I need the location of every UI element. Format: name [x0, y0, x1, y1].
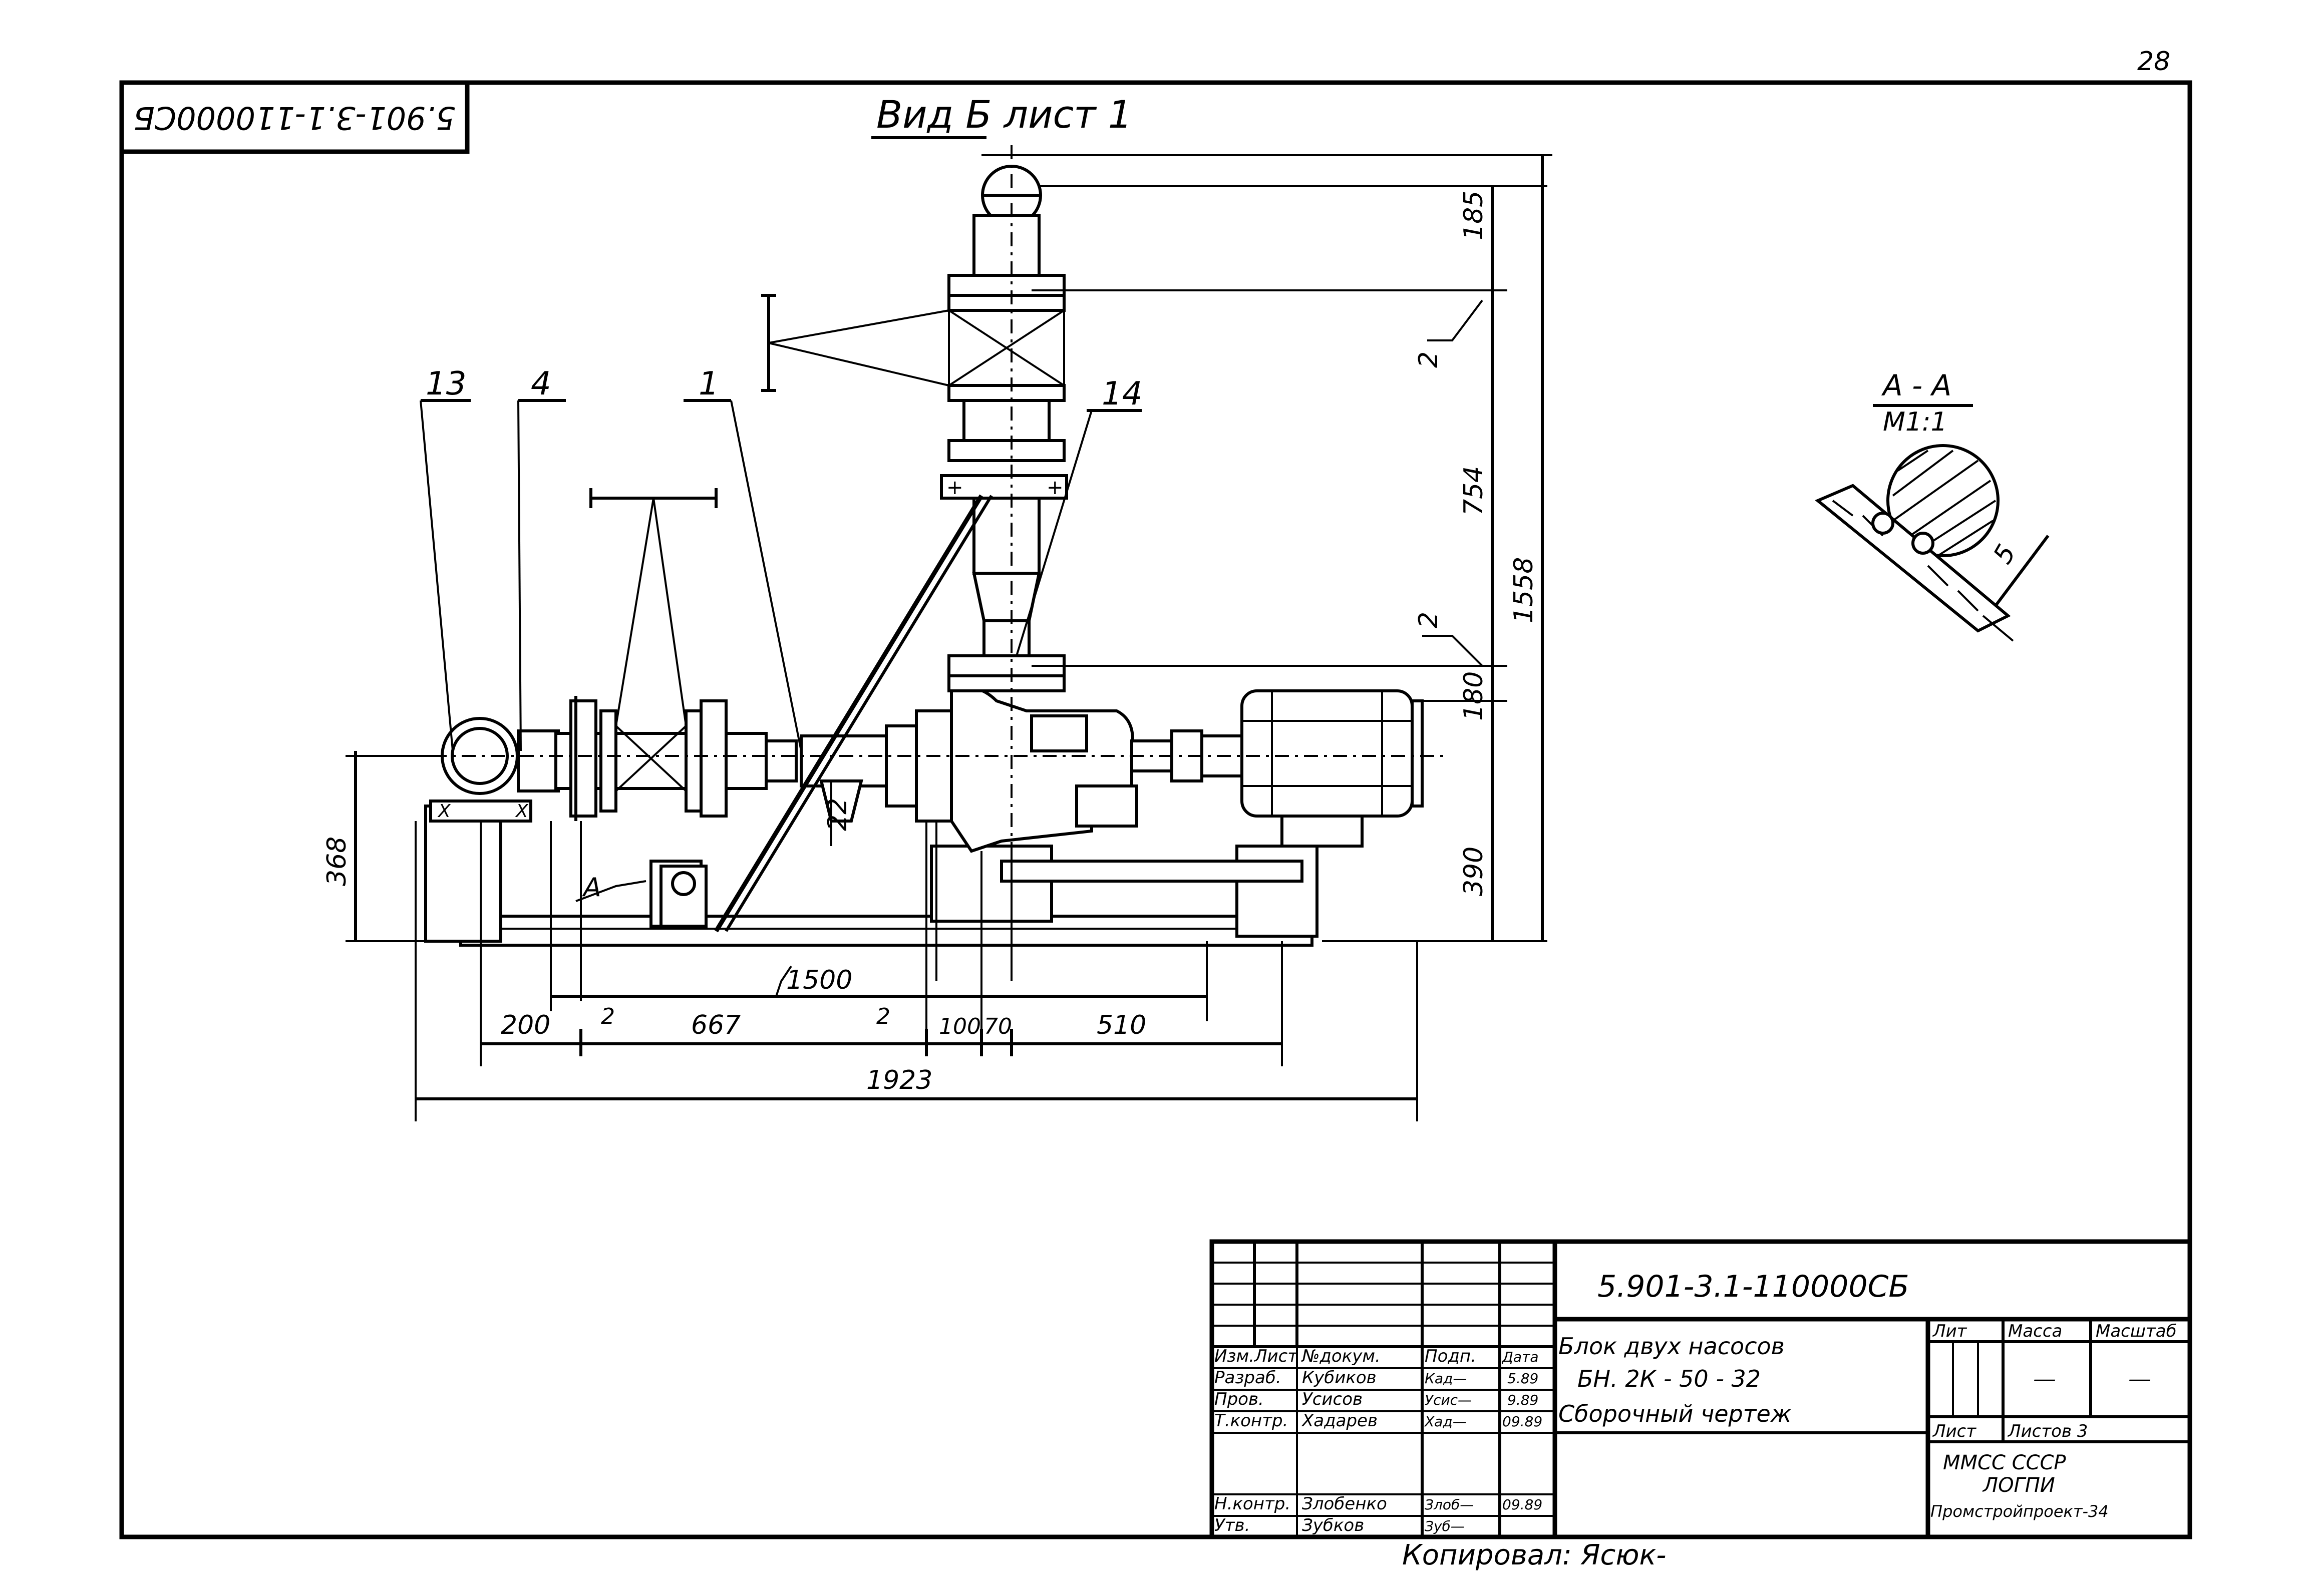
view-title-text: Вид Б лист 1	[876, 92, 1132, 137]
svg-text:9.89: 9.89	[1507, 1392, 1538, 1408]
svg-text:Разраб.: Разраб.	[1214, 1368, 1281, 1388]
svg-text:Усис—: Усис—	[1425, 1392, 1472, 1408]
section-scale: М1:1	[1883, 407, 1947, 437]
svg-text:390: 390	[1459, 847, 1489, 896]
svg-text:1558: 1558	[1509, 557, 1539, 623]
svg-text:Злоб—: Злоб—	[1425, 1496, 1474, 1513]
title-name-3: Сборочный чертеж	[1558, 1400, 1792, 1427]
suction-pipe	[517, 488, 888, 823]
org-line-2: ЛОГПИ	[1982, 1474, 2055, 1497]
sig-row-approver: Утв. Зубков Зуб—	[1214, 1515, 1465, 1535]
callout-1: 1	[684, 365, 802, 751]
copied-by: Копировал: Ясюк-	[1402, 1539, 1667, 1571]
stamp-box: 5.901-3.1-110000СБ	[119, 80, 470, 154]
svg-text:1500: 1500	[786, 965, 852, 995]
svg-text:2: 2	[876, 1004, 890, 1029]
svg-text:510: 510	[1097, 1010, 1146, 1040]
svg-text:Усисов: Усисов	[1302, 1389, 1363, 1409]
sig-row-tech-control: Т.контр. Хадарев Хад— 09.89	[1214, 1411, 1542, 1431]
header-scale: Масштаб	[2096, 1321, 2177, 1341]
org-line-1: ММСС СССР	[1943, 1451, 2066, 1474]
horizontal-dimensions: А 1500 200 667 100 70 510 1923 2 2	[415, 821, 1418, 1121]
callout-14: 14	[1016, 375, 1142, 656]
svg-text:70: 70	[984, 1014, 1012, 1039]
svg-text:Кубиков: Кубиков	[1302, 1368, 1377, 1388]
svg-text:№докум.: №докум.	[1301, 1346, 1381, 1366]
svg-text:Зубков: Зубков	[1302, 1515, 1364, 1535]
svg-text:22: 22	[823, 798, 853, 831]
doc-code: 5.901-3.1-110000СБ	[1597, 1269, 1909, 1304]
svg-text:14: 14	[1102, 375, 1142, 413]
header-lit: Лит	[1932, 1321, 1967, 1341]
mass-value: —	[2033, 1365, 2056, 1392]
svg-text:100: 100	[939, 1014, 981, 1039]
sheet-label: Лист	[1932, 1421, 1976, 1441]
svg-text:Хад—: Хад—	[1424, 1413, 1467, 1430]
svg-text:09.89: 09.89	[1502, 1496, 1542, 1513]
sig-row-norm-control: Н.контр. Злобенко Злоб— 09.89	[1214, 1494, 1542, 1514]
motor	[1240, 689, 1424, 848]
svg-text:2: 2	[601, 1004, 615, 1029]
section-label: А - А	[1881, 368, 1951, 403]
title-name-2: БН. 2К - 50 - 32	[1577, 1365, 1761, 1392]
title-block: 5.901-3.1-110000СБ Блок двух насосов БН.…	[1209, 1239, 2192, 1539]
title-name-1: Блок двух насосов	[1558, 1333, 1785, 1360]
section-a-a: А - А М1:1 5	[1815, 368, 2050, 642]
svg-text:180: 180	[1459, 671, 1489, 721]
svg-text:13: 13	[426, 365, 466, 403]
org-line-3: Промстройпроект-34	[1930, 1502, 2109, 1521]
svg-text:X: X	[515, 801, 529, 822]
svg-text:X: X	[437, 801, 451, 822]
sheets-label: Листов 3	[2007, 1421, 2088, 1441]
svg-text:Кад—: Кад—	[1425, 1370, 1467, 1387]
svg-text:+: +	[1047, 476, 1064, 499]
svg-text:754: 754	[1459, 466, 1489, 516]
svg-text:4: 4	[531, 365, 551, 403]
sig-row-checker: Пров. Усисов Усис— 9.89	[1214, 1389, 1538, 1409]
svg-text:Зуб—: Зуб—	[1425, 1518, 1465, 1534]
svg-text:5.89: 5.89	[1507, 1370, 1538, 1387]
base-frame	[424, 805, 1318, 947]
svg-text:Т.контр.: Т.контр.	[1214, 1411, 1288, 1431]
svg-text:1923: 1923	[866, 1065, 932, 1095]
svg-text:Пров.: Пров.	[1214, 1389, 1264, 1409]
svg-text:1: 1	[699, 365, 719, 403]
svg-text:Изм.Лист: Изм.Лист	[1214, 1346, 1298, 1366]
svg-text:368: 368	[322, 837, 352, 886]
svg-text:185: 185	[1459, 191, 1489, 240]
discharge-column: + +	[659, 165, 1068, 933]
scale-value: —	[2128, 1365, 2151, 1392]
svg-text:200: 200	[501, 1010, 550, 1040]
svg-text:2: 2	[1414, 612, 1444, 628]
svg-text:Дата: Дата	[1501, 1349, 1539, 1365]
sheet-frame	[119, 80, 2192, 1539]
callout-13: 13	[420, 365, 471, 756]
pump-body	[885, 686, 1243, 853]
sig-row-developer: Разраб. Кубиков Кад— 5.89	[1214, 1368, 1538, 1388]
view-title: Вид Б лист 1	[871, 92, 1132, 139]
suction-header: X X	[429, 717, 532, 823]
svg-text:Хадарев: Хадарев	[1301, 1411, 1378, 1431]
svg-text:2: 2	[1414, 351, 1444, 368]
svg-text:Н.контр.: Н.контр.	[1214, 1494, 1290, 1514]
pump-assembly: X X	[346, 145, 1447, 947]
vertical-dimensions: 185 754 1558 180 390 368 22 2 2	[322, 154, 1552, 942]
svg-text:667: 667	[691, 1010, 741, 1040]
svg-text:09.89: 09.89	[1502, 1413, 1542, 1430]
page-number: 28	[2137, 47, 2170, 77]
svg-text:Утв.: Утв.	[1214, 1515, 1250, 1535]
callout-4: 4	[517, 365, 566, 751]
svg-text:+: +	[946, 476, 963, 499]
stamp-code: 5.901-3.1-110000СБ	[133, 100, 455, 136]
svg-text:А: А	[582, 873, 601, 903]
sig-row-header: Изм.Лист №докум. Подп. Дата	[1214, 1346, 1539, 1366]
header-mass: Масса	[2008, 1321, 2062, 1341]
svg-text:Злобенко: Злобенко	[1302, 1494, 1387, 1514]
svg-text:Подп.: Подп.	[1425, 1346, 1476, 1366]
section-dim: 5	[1988, 540, 2022, 569]
